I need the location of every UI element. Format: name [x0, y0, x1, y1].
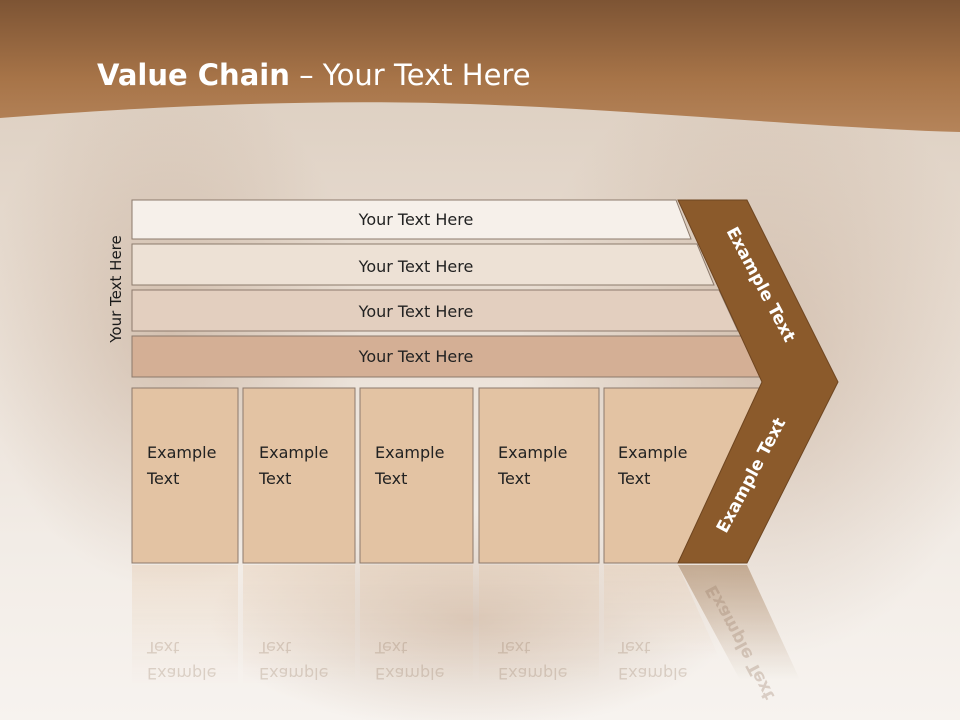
- primary-box-2-line1: Example: [259, 443, 328, 462]
- title-bold: Value Chain: [97, 58, 290, 92]
- title-rest: – Your Text Here: [289, 58, 531, 92]
- reflection-box-1-line1: Example: [147, 664, 216, 683]
- reflection-box-1-line2: Text: [146, 638, 179, 657]
- primary-box-4-line2: Text: [497, 469, 530, 488]
- reflection-box-2-line2: Text: [258, 638, 291, 657]
- support-row-3: Your Text Here: [131, 289, 739, 332]
- header-band: [0, 0, 960, 132]
- support-row-1: Your Text Here: [131, 199, 692, 240]
- primary-box-3-line1: Example: [375, 443, 444, 462]
- primary-box-5-line1: Example: [618, 443, 687, 462]
- primary-box-1-line1: Example: [147, 443, 216, 462]
- reflection: Text Example Text Example Text Example T…: [132, 565, 800, 703]
- primary-box-4: Example Text: [478, 387, 600, 564]
- support-row-4: Your Text Here: [131, 335, 763, 378]
- primary-box-5: Example Text: [603, 387, 762, 564]
- support-row-2: Your Text Here: [131, 243, 715, 286]
- primary-box-5-line2: Text: [617, 469, 650, 488]
- reflection-box-3-line1: Example: [375, 664, 444, 683]
- reflection-box-4-line2: Text: [497, 638, 530, 657]
- primary-box-1: Example Text: [131, 387, 239, 564]
- support-row-3-label: Your Text Here: [358, 302, 474, 321]
- primary-box-4-line1: Example: [498, 443, 567, 462]
- reflection-box-4-line1: Example: [498, 664, 567, 683]
- reflection-box-3-line2: Text: [374, 638, 407, 657]
- support-row-1-label: Your Text Here: [358, 210, 474, 229]
- support-row-4-label: Your Text Here: [358, 347, 474, 366]
- support-row-2-label: Your Text Here: [358, 257, 474, 276]
- primary-box-3: Example Text: [359, 387, 474, 564]
- reflection-box-2-line1: Example: [259, 664, 328, 683]
- primary-box-3-line2: Text: [374, 469, 407, 488]
- primary-box-2-line2: Text: [258, 469, 291, 488]
- primary-box-1-line2: Text: [146, 469, 179, 488]
- reflection-box-5-line2: Text: [617, 638, 650, 657]
- primary-box-2: Example Text: [242, 387, 356, 564]
- slide-title: Value Chain – Your Text Here: [97, 55, 531, 95]
- reflection-box-5-line1: Example: [618, 664, 687, 683]
